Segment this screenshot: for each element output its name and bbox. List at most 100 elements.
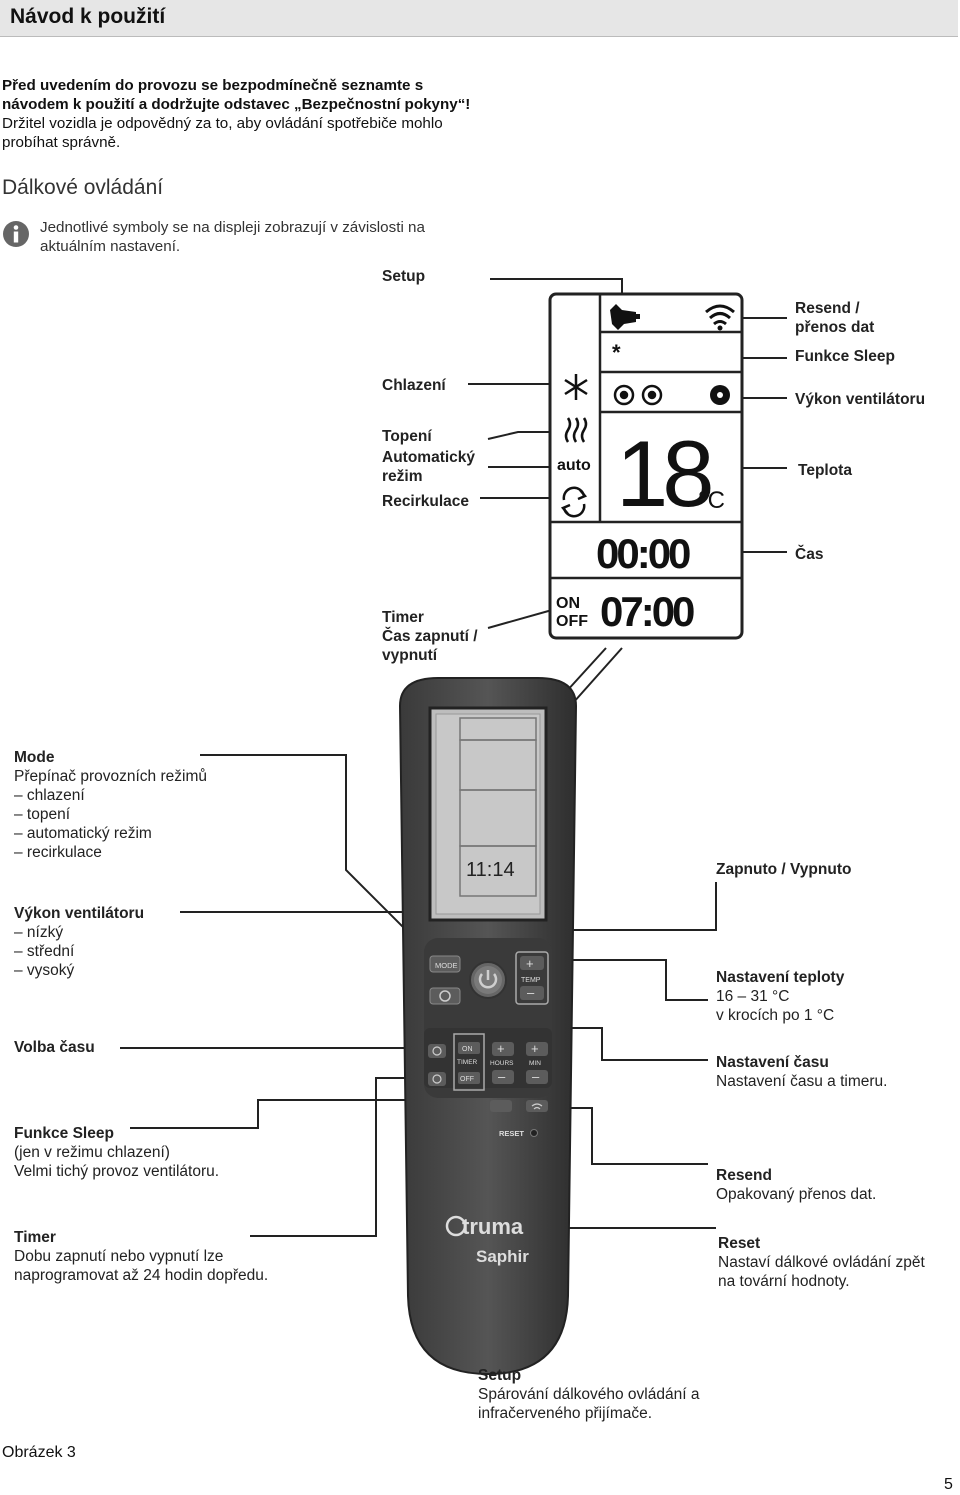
- min-up-button[interactable]: +: [526, 1041, 548, 1056]
- callout-mode: Mode Přepínač provozních režimů – chlaze…: [14, 748, 207, 862]
- page-header: [0, 0, 958, 37]
- label-timer: Timer Čas zapnutí / vypnutí: [382, 609, 478, 664]
- callout-fan-title: Výkon ventilátoru: [14, 905, 145, 922]
- label-setup: Setup: [382, 268, 426, 285]
- sleep-icon: *: [612, 340, 640, 368]
- svg-text:+: +: [497, 1041, 505, 1056]
- page-number: 5: [944, 1476, 953, 1493]
- callout-mode-title: Mode: [14, 749, 55, 766]
- lcd-timer-off: OFF: [556, 613, 588, 630]
- callout-power-title: Zapnuto / Vypnuto: [716, 861, 852, 878]
- sleep-button[interactable]: [490, 1100, 512, 1112]
- svg-text:+: +: [531, 1041, 539, 1056]
- snowflake-icon: [564, 374, 588, 400]
- intro-paragraph: Před uvedením do provozu se bezpodmínečn…: [2, 76, 482, 152]
- label-resend: Resend / přenos dat: [795, 300, 875, 336]
- label-heating: Topení: [382, 428, 432, 445]
- intro-normal-text: Držitel vozidla je odpovědný za to, aby …: [2, 115, 443, 151]
- hours-down-button[interactable]: –: [492, 1069, 514, 1084]
- hours-label: HOURS: [490, 1060, 514, 1067]
- lcd-auto-text: auto: [557, 457, 591, 474]
- info-icon: [3, 221, 29, 247]
- info-text: Jednotlivé symboly se na displeji zobraz…: [40, 219, 425, 255]
- lcd-unit: °C: [698, 487, 725, 514]
- fan-icon: [439, 990, 451, 1002]
- mode-button-label: MODE: [435, 961, 458, 970]
- lcd-display-diagram: * auto 18 °C 00:00 ON OFF 07:00: [548, 292, 744, 640]
- min-down-button[interactable]: –: [526, 1069, 548, 1084]
- figure-label: Obrázek 3: [2, 1444, 76, 1461]
- callout-fan-desc: – nízký – střední – vysoký: [14, 924, 75, 979]
- temp-up-button[interactable]: +: [520, 956, 544, 971]
- callout-timer-title: Timer: [14, 1229, 56, 1246]
- intro-bold-text: Před uvedením do provozu se bezpodmínečn…: [2, 77, 471, 113]
- wrench-icon: [610, 304, 640, 330]
- reset-label: RESET: [499, 1129, 524, 1138]
- remote-screen-clock: 11:14: [466, 859, 515, 881]
- callout-setup-desc: Spárování dálkového ovládání a infračerv…: [478, 1386, 700, 1422]
- temp-label: TEMP: [521, 977, 541, 984]
- lcd-temperature: 18: [616, 421, 711, 526]
- callout-sleep: Funkce Sleep (jen v režimu chlazení) Vel…: [14, 1124, 219, 1181]
- hours-up-button[interactable]: +: [492, 1041, 514, 1056]
- callout-setup: Setup Spárování dálkového ovládání a inf…: [478, 1366, 699, 1423]
- timer-off-label: OFF: [460, 1076, 474, 1083]
- callout-resend-title: Resend: [716, 1167, 772, 1184]
- clock-icon: [432, 1046, 442, 1056]
- label-time: Čas: [795, 546, 824, 563]
- callout-temp-desc: 16 – 31 °C v krocích po 1 °C: [716, 988, 835, 1024]
- timer-off-button[interactable]: OFF: [458, 1072, 480, 1084]
- callout-reset-title: Reset: [718, 1235, 761, 1252]
- timer-on-label: ON: [462, 1046, 473, 1053]
- callout-resend: Resend Opakovaný přenos dat.: [716, 1166, 876, 1204]
- svg-text:–: –: [527, 985, 535, 1000]
- mode-button[interactable]: MODE: [429, 955, 461, 973]
- recirculation-icon: [560, 486, 588, 518]
- section-title: Dálkové ovládání: [2, 176, 164, 199]
- label-recirc: Recirkulace: [382, 493, 470, 510]
- heat-icon: [564, 417, 588, 443]
- callout-setup-title: Setup: [478, 1367, 522, 1384]
- callout-timer-desc: Dobu zapnutí nebo vypnutí lze naprogramo…: [14, 1248, 269, 1284]
- time-select-button-2[interactable]: [428, 1072, 446, 1086]
- resend-button[interactable]: [526, 1100, 548, 1112]
- page-title: Návod k použití: [10, 5, 166, 28]
- callout-reset: Reset Nastaví dálkové ovládání zpět na t…: [718, 1234, 925, 1291]
- svg-text:–: –: [532, 1069, 540, 1084]
- callout-timer: Timer Dobu zapnutí nebo vypnutí lze napr…: [14, 1228, 268, 1285]
- power-icon: [478, 970, 498, 989]
- min-label: MIN: [529, 1060, 541, 1067]
- svg-text:truma: truma: [462, 1214, 524, 1239]
- wifi-icon: [705, 304, 735, 331]
- svg-text:+: +: [526, 956, 534, 971]
- callout-power: Zapnuto / Vypnuto: [716, 860, 851, 879]
- time-select-button-1[interactable]: [428, 1044, 446, 1058]
- remote-model: Saphir: [476, 1247, 529, 1266]
- callout-time-set-title: Nastavení času: [716, 1054, 829, 1071]
- label-fan: Výkon ventilátoru: [795, 391, 926, 408]
- lcd-timer-value: 07:00: [600, 588, 694, 635]
- svg-text:–: –: [498, 1069, 506, 1084]
- callout-time: Volba času: [14, 1038, 95, 1057]
- lcd-timer-on: ON: [556, 595, 580, 612]
- label-sleep: Funkce Sleep: [795, 348, 895, 365]
- clock-icon: [432, 1074, 442, 1084]
- callout-time-set: Nastavení času Nastavení času a timeru.: [716, 1053, 887, 1091]
- label-temperature: Teplota: [798, 462, 852, 479]
- timer-label: TIMER: [457, 1059, 478, 1066]
- callout-time-set-desc: Nastavení času a timeru.: [716, 1073, 888, 1090]
- label-cooling: Chlazení: [382, 377, 446, 394]
- reset-button[interactable]: [530, 1129, 538, 1137]
- callout-reset-desc: Nastaví dálkové ovládání zpět na tovární…: [718, 1254, 925, 1290]
- fan-icon-low: [613, 384, 635, 406]
- callout-sleep-title: Funkce Sleep: [14, 1125, 114, 1142]
- fan-icon-mid: [641, 384, 663, 406]
- fan-button[interactable]: [429, 987, 461, 1005]
- callout-temp-title: Nastavení teploty: [716, 969, 845, 986]
- callout-sleep-desc: (jen v režimu chlazení) Velmi tichý prov…: [14, 1144, 220, 1180]
- power-button[interactable]: [469, 961, 507, 999]
- timer-on-button[interactable]: ON: [458, 1042, 480, 1054]
- truma-logo: truma: [445, 1214, 524, 1239]
- temp-down-button[interactable]: –: [520, 985, 544, 1000]
- callout-mode-desc: Přepínač provozních režimů – chlazení – …: [14, 768, 207, 861]
